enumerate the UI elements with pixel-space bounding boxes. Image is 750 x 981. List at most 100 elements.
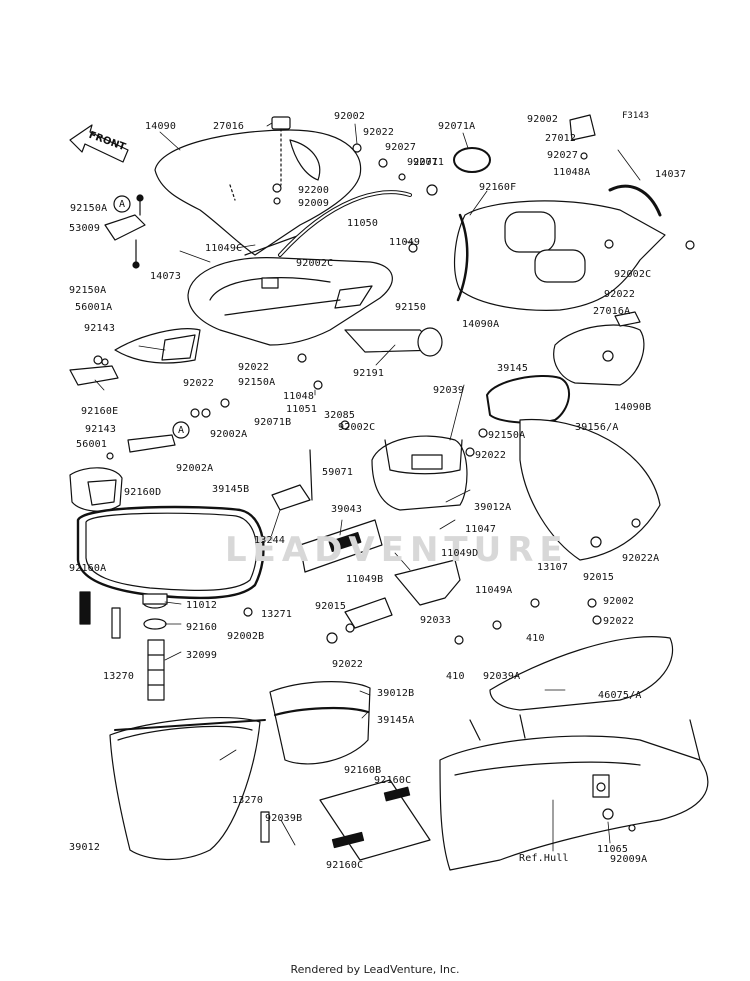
part-label: 92027 (385, 142, 417, 153)
part-label: 92022 (183, 378, 215, 389)
part-label: 92002A (176, 463, 214, 474)
part-label: 92160A (69, 563, 107, 574)
sticker-92160C-a (383, 786, 411, 802)
bracket-11049D (394, 559, 461, 606)
part-label: 92002A (210, 429, 248, 440)
tray-14090B (553, 311, 645, 386)
front-arrow-icon (69, 124, 129, 163)
trim-39145B (76, 505, 265, 600)
part-label: 92022 (475, 450, 507, 461)
drain-cap-assembly (111, 593, 168, 701)
part-label: 39145B (212, 484, 250, 495)
part-label: 92015 (315, 601, 347, 612)
diagram-code: F3143 (622, 111, 650, 121)
part-label: 92071A (438, 121, 476, 132)
part-label: 92022 (604, 289, 636, 300)
bucket-39012 (109, 716, 266, 860)
part-label: 92160D (124, 487, 162, 498)
part-label: 92160B (344, 765, 382, 776)
tube-92191 (344, 327, 443, 357)
part-label: 11049D (441, 548, 479, 559)
part-label: 92160F (479, 182, 517, 193)
part-label: 92160 (186, 622, 218, 633)
part-label: 39012A (474, 502, 512, 513)
footer-credit: Rendered by LeadVenture, Inc. (290, 963, 460, 976)
part-label: 410 (446, 671, 465, 682)
part-label: 92143 (84, 323, 116, 334)
bin-39012B (269, 681, 371, 765)
part-label: 32085 (324, 410, 356, 421)
part-label: 92191 (353, 368, 385, 379)
part-label: 92002B (227, 631, 265, 642)
part-label: 92022 (238, 362, 270, 373)
part-label: 92143 (85, 424, 117, 435)
scoop-46075A (489, 636, 674, 711)
part-label: 27016A (593, 306, 631, 317)
part-label: 92002C (614, 269, 652, 280)
hardware-bolts (101, 143, 695, 832)
part-label: 92071 (413, 157, 445, 168)
part-label: 92160E (81, 406, 119, 417)
part-label: 11012 (186, 600, 218, 611)
callout-circle-a (113, 195, 131, 213)
part-label: 11065 (597, 844, 629, 855)
part-label: 92039 (433, 385, 465, 396)
watermark-text: LEADVENTURE (225, 530, 569, 570)
part-label: 14073 (150, 271, 182, 282)
console-cover-14090A (454, 184, 666, 311)
part-label: 13270 (103, 671, 135, 682)
part-label: 27016 (213, 121, 245, 132)
part-label: 410 (526, 633, 545, 644)
part-label: 39012B (377, 688, 415, 699)
part-label: 92150A (488, 430, 526, 441)
part-label: 13107 (537, 562, 569, 573)
part-label: 11050 (347, 218, 379, 229)
part-label: 92022 (603, 616, 635, 627)
part-label: 92009A (610, 854, 648, 865)
part-label: 92002 (334, 111, 366, 122)
part-label: 92002C (296, 258, 334, 269)
panel-39156A (519, 418, 661, 561)
sticker-92160B (319, 779, 431, 861)
part-label: 56001A (75, 302, 113, 313)
part-label: 92071B (254, 417, 292, 428)
part-label: 56001 (76, 439, 108, 450)
part-label: 39043 (331, 504, 363, 515)
part-label: 92071 (407, 157, 439, 168)
part-label: 39145A (377, 715, 415, 726)
part-label: 92150A (70, 203, 108, 214)
part-label: 11051 (286, 404, 318, 415)
callout-a-label-2: A (178, 425, 185, 436)
bracket-13244 (271, 484, 311, 511)
part-label: 92009 (298, 198, 330, 209)
reference-hull (439, 714, 709, 871)
mirror-56001 (69, 434, 176, 512)
part-label: 92150A (69, 285, 107, 296)
part-label: 13244 (254, 535, 286, 546)
callout-circle-a-2 (172, 421, 190, 439)
part-label: 14090 (145, 121, 177, 132)
part-label: 92002 (603, 596, 635, 607)
part-label: 11049A (475, 585, 513, 596)
sticker-92160C-b (331, 831, 365, 849)
part-label: 92160C (374, 775, 412, 786)
part-label: 14090B (614, 402, 652, 413)
part-label: 11048A (553, 167, 591, 178)
part-label: 39145 (497, 363, 529, 374)
part-label: 53009 (69, 223, 101, 234)
part-label: 13270 (232, 795, 264, 806)
part-label: 92150 (395, 302, 427, 313)
part-label: 92150A (238, 377, 276, 388)
part-label: 11049C (205, 243, 243, 254)
part-label: 14037 (655, 169, 687, 180)
part-label: 92015 (583, 572, 615, 583)
bin-39012A (371, 435, 468, 511)
part-label: 59071 (322, 467, 354, 478)
ring-92071A (453, 147, 491, 173)
strip-13270-lower (260, 811, 270, 843)
part-label: 39156/A (575, 422, 619, 433)
part-label: 92022 (363, 127, 395, 138)
part-label: 11049B (346, 574, 384, 585)
part-label: Ref.Hull (519, 853, 569, 864)
